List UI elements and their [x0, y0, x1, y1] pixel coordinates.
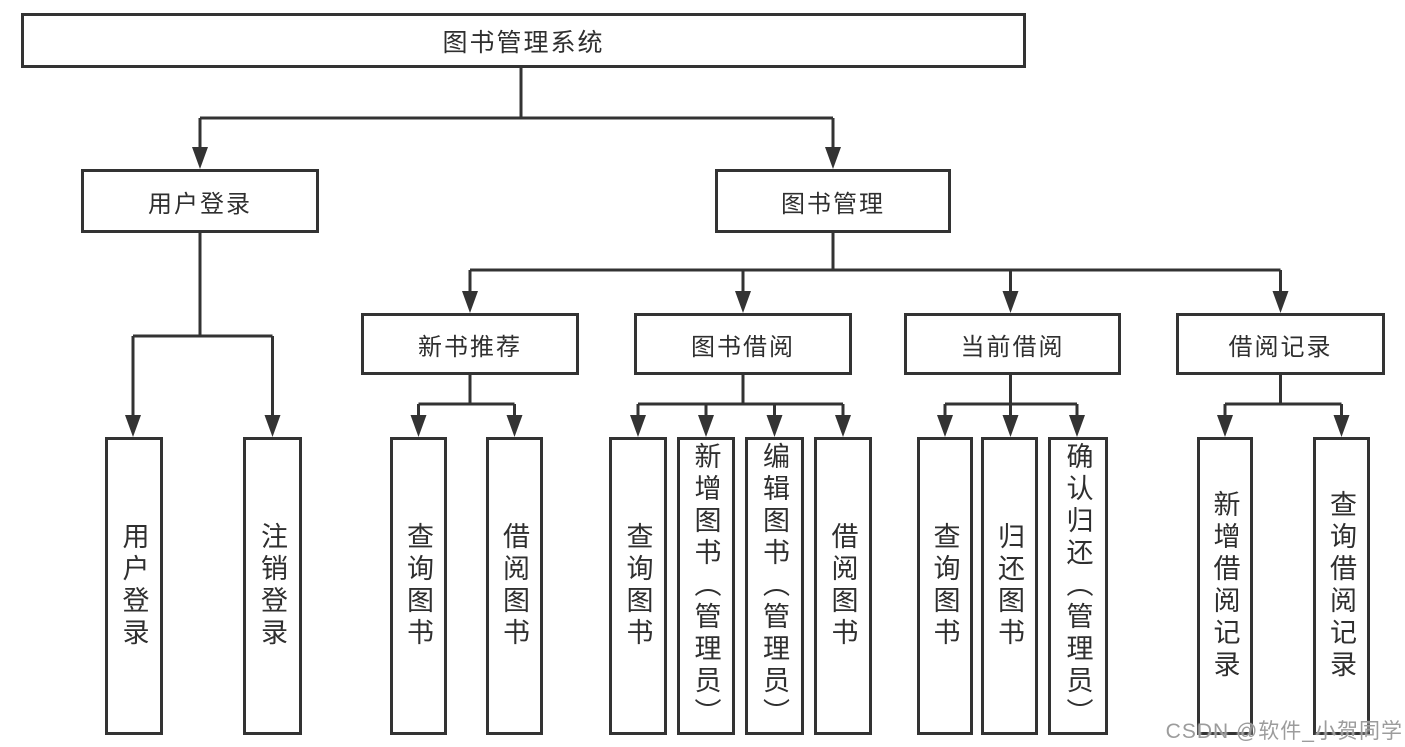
leaf-query-books-borrow: 查询图书	[609, 437, 667, 735]
node-root: 图书管理系统	[21, 13, 1026, 68]
connector-path-user-login	[131, 233, 274, 419]
leaf-confirm-return-admin-label: 确认归还（管理员）	[1062, 442, 1093, 730]
node-root-label: 图书管理系统	[442, 28, 605, 57]
leaf-edit-book-admin-label: 编辑图书（管理员）	[759, 442, 789, 730]
leaf-query-books-current: 查询图书	[917, 437, 973, 735]
leaf-add-book-admin: 新增图书（管理员）	[677, 437, 735, 735]
node-book-borrow: 图书借阅	[634, 313, 852, 375]
leaf-borrow-books-label: 借阅图书	[827, 522, 858, 650]
leaf-borrow-books: 借阅图书	[814, 437, 872, 735]
node-book-borrow-label: 图书借阅	[691, 333, 795, 361]
node-user-login: 用户登录	[81, 169, 319, 233]
node-book-management: 图书管理	[715, 169, 951, 233]
leaf-query-books-recommend: 查询图书	[390, 437, 447, 735]
leaf-query-books-borrow-label: 查询图书	[622, 522, 653, 650]
node-new-book-recommend-label: 新书推荐	[418, 333, 522, 361]
leaf-logout: 注销登录	[243, 437, 302, 735]
leaf-return-book-label: 归还图书	[994, 522, 1024, 650]
leaf-user-login-label: 用户登录	[118, 522, 149, 650]
leaf-query-borrow-record-label: 查询借阅记录	[1326, 490, 1356, 682]
leaf-borrow-books-recommend-label: 借阅图书	[499, 522, 529, 650]
leaf-confirm-return-admin: 确认归还（管理员）	[1048, 437, 1108, 735]
node-current-borrow-label: 当前借阅	[960, 333, 1065, 361]
connector-path-new-book	[417, 375, 516, 421]
leaf-query-books-recommend-label: 查询图书	[403, 522, 433, 650]
connector-path-book-borrow	[636, 375, 845, 421]
leaf-query-books-current-label: 查询图书	[929, 522, 960, 650]
node-book-management-label: 图书管理	[781, 190, 885, 218]
leaf-edit-book-admin: 编辑图书（管理员）	[745, 437, 804, 735]
leaf-borrow-books-recommend: 借阅图书	[486, 437, 543, 735]
node-borrow-records-label: 借阅记录	[1228, 333, 1333, 361]
node-current-borrow: 当前借阅	[904, 313, 1121, 375]
leaf-add-book-admin-label: 新增图书（管理员）	[690, 442, 721, 730]
leaf-add-borrow-record: 新增借阅记录	[1197, 437, 1253, 735]
node-new-book-recommend: 新书推荐	[361, 313, 579, 375]
connector-path-level1	[198, 68, 835, 151]
leaf-add-borrow-record-label: 新增借阅记录	[1209, 490, 1240, 682]
connector-path-borrow-records	[1223, 375, 1343, 421]
connector-path-current-borrow	[943, 375, 1079, 421]
leaf-return-book: 归还图书	[981, 437, 1038, 735]
leaf-user-login: 用户登录	[105, 437, 163, 735]
node-user-login-label: 用户登录	[148, 190, 252, 218]
leaf-logout-label: 注销登录	[257, 522, 287, 650]
node-borrow-records: 借阅记录	[1176, 313, 1385, 375]
arrowheads	[125, 147, 1350, 437]
leaf-query-borrow-record: 查询借阅记录	[1313, 437, 1370, 735]
watermark-text: CSDN @软件_小贺同学	[1165, 720, 1403, 743]
connector-path-book-management	[468, 233, 1282, 295]
